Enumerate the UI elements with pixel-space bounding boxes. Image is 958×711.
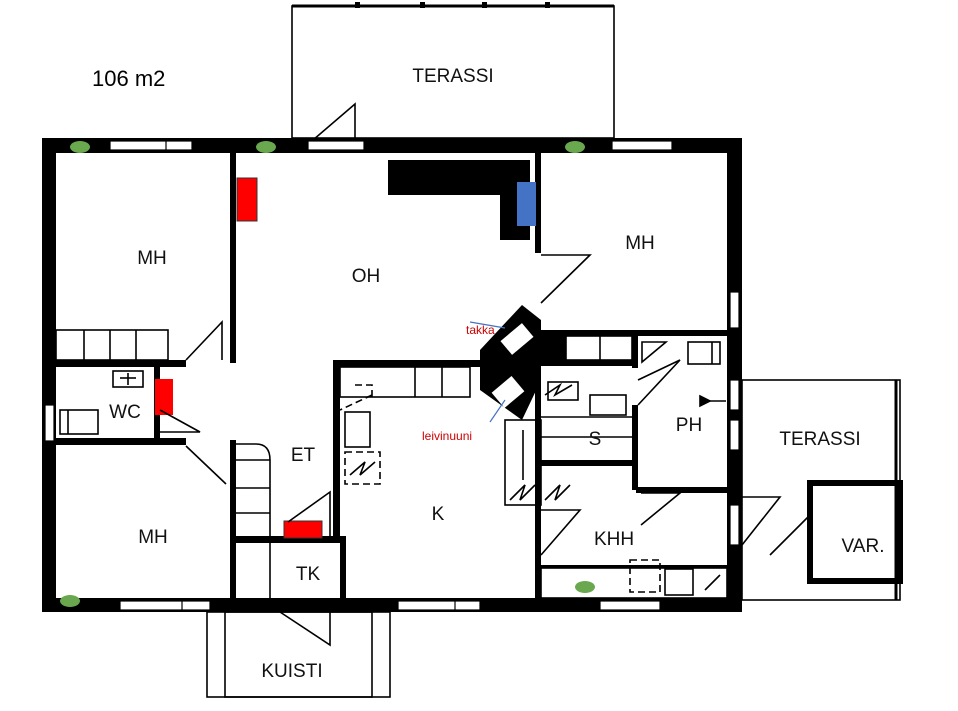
porch xyxy=(206,611,391,698)
windows xyxy=(44,140,740,611)
bread-oven-annotation: leivinuuni xyxy=(422,429,472,443)
room-label-closet: TK xyxy=(296,564,321,585)
room-label-bedroom-bottom-left: MH xyxy=(138,527,168,548)
room-label-kitchen: K xyxy=(432,504,445,525)
area-label: 106 m2 xyxy=(92,66,165,91)
drain-symbols xyxy=(349,382,726,591)
oven-arrow xyxy=(489,399,506,423)
door-swings xyxy=(159,254,811,647)
room-label-sauna: S xyxy=(589,429,602,450)
appliance-markers xyxy=(339,384,661,593)
room-label-hall: ET xyxy=(291,445,316,466)
smoke-detectors xyxy=(60,141,595,607)
room-label-storage: VAR. xyxy=(842,536,885,557)
room-label-wc: WC xyxy=(109,402,141,423)
fireplace xyxy=(388,160,566,420)
room-label-bathroom: PH xyxy=(676,415,702,436)
room-label-terrace-top: TERASSI xyxy=(412,66,493,87)
heat-unit xyxy=(517,182,536,226)
terrace-right xyxy=(741,379,903,601)
radiator xyxy=(155,379,173,415)
room-label-utility-room: KHH xyxy=(594,529,634,550)
terrace-door-swing xyxy=(305,102,356,147)
room-label-porch: KUISTI xyxy=(261,661,322,682)
room-label-terrace-right: TERASSI xyxy=(779,429,860,450)
room-label-living-room: OH xyxy=(352,266,381,287)
fixtures xyxy=(55,329,728,599)
room-label-bedroom-top-left: MH xyxy=(137,248,167,269)
room-label-bedroom-top-right: MH xyxy=(625,233,655,254)
radiator xyxy=(236,177,258,222)
fireplace-annotation: takka xyxy=(466,323,495,337)
fireplace-arrow xyxy=(469,321,506,329)
radiator xyxy=(283,520,323,539)
